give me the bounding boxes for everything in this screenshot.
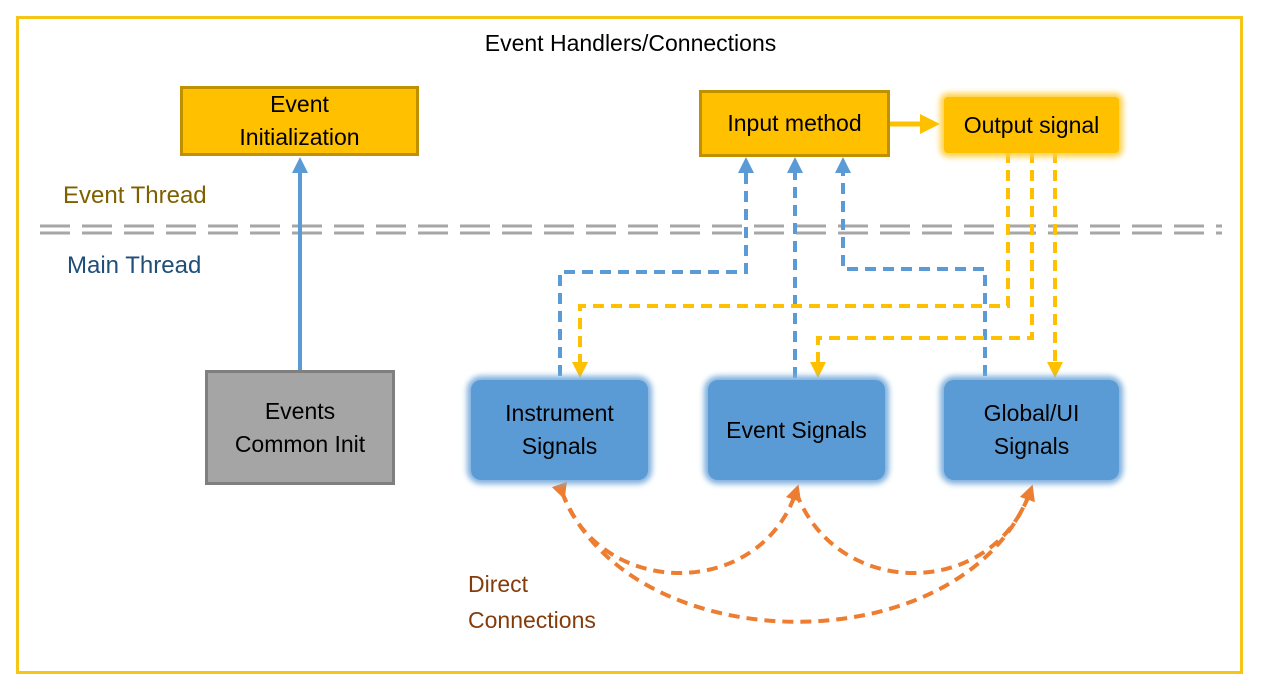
direct-connections-line1: Direct	[468, 571, 529, 597]
event-signals-box: Event Signals	[708, 380, 885, 480]
diagram-title: Event Handlers/Connections	[484, 30, 777, 56]
arrow-global-to-input	[835, 157, 987, 376]
event-init-line1: Event	[270, 91, 329, 117]
global-ui-signals-box: Global/UI Signals	[944, 380, 1119, 480]
event-thread-label: Event Thread	[63, 182, 207, 209]
arrow-direct-instrument-event	[551, 481, 802, 575]
input-method-box: Input method	[699, 90, 890, 157]
direct-connections-line2: Connections	[468, 607, 596, 633]
output-signal-label: Output signal	[963, 111, 1100, 138]
arrow-instrument-to-input	[558, 157, 754, 376]
output-signal-box: Output signal	[944, 97, 1119, 153]
event-init-line2: Initialization	[239, 124, 360, 150]
event-signals-label: Event Signals	[726, 416, 867, 443]
input-method-label: Input method	[727, 110, 862, 136]
main-thread-label: Main Thread	[67, 252, 202, 279]
events-common-init-line1: Events	[264, 397, 336, 424]
direct-connections-label: Direct Connections	[468, 566, 596, 638]
event-initialization-box: Event Initialization	[180, 86, 419, 156]
global-ui-signals-line1: Global/UI	[983, 400, 1080, 426]
arrow-direct-instrument-global	[560, 491, 1032, 624]
instrument-signals-line2: Signals	[521, 433, 598, 459]
global-ui-signals-line2: Signals	[993, 433, 1070, 459]
instrument-signals-box: Instrument Signals	[471, 380, 648, 480]
instrument-signals-line1: Instrument	[505, 400, 614, 426]
events-common-init-box: Events Common Init	[205, 370, 395, 485]
arrow-output-to-event-signals	[810, 152, 1034, 378]
thread-separator	[40, 224, 1222, 235]
arrow-output-to-instrument	[572, 152, 1010, 378]
diagram-frame	[16, 16, 1243, 674]
events-common-init-line2: Common Init	[234, 430, 366, 457]
arrow-direct-event-global	[794, 484, 1035, 575]
